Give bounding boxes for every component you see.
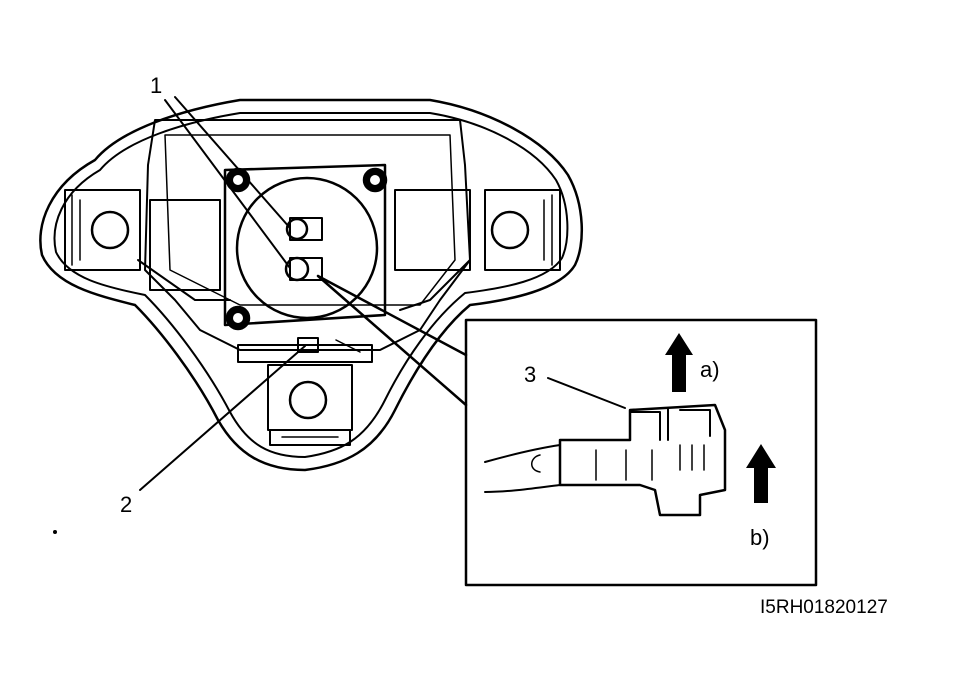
connector-lower	[284, 256, 323, 282]
bottom-mount-bracket	[267, 364, 353, 446]
right-mount-bracket	[394, 189, 561, 311]
housing-inner-line	[164, 134, 456, 306]
pad-inner-outline	[53, 112, 569, 458]
leader-2	[139, 345, 306, 491]
callout-2: 2	[120, 492, 132, 517]
callout-1: 1	[150, 73, 162, 98]
leader-3	[547, 377, 626, 409]
connector-upper	[285, 217, 323, 241]
lower-strip	[237, 344, 373, 363]
inflator-plate	[223, 163, 387, 327]
arrow-a-icon	[665, 333, 693, 392]
finger	[484, 444, 561, 493]
detail-box	[464, 318, 818, 587]
pad-outer-outline	[39, 98, 584, 472]
leader-1b	[164, 99, 291, 269]
inflator-disc	[235, 176, 379, 320]
detail-wedge	[316, 274, 468, 407]
connector-item-3	[558, 403, 727, 517]
figure-code: I5RH01820127	[760, 597, 888, 618]
stray-dot	[53, 530, 57, 534]
callout-3: 3	[524, 362, 536, 387]
leader-1a	[174, 96, 291, 229]
arrow-b-icon	[746, 444, 776, 503]
connector-item-2	[297, 337, 319, 353]
label-arrow-a: a)	[700, 357, 720, 382]
left-mount-bracket	[64, 189, 231, 301]
housing-outline	[144, 119, 471, 351]
label-arrow-b: b)	[750, 525, 770, 550]
